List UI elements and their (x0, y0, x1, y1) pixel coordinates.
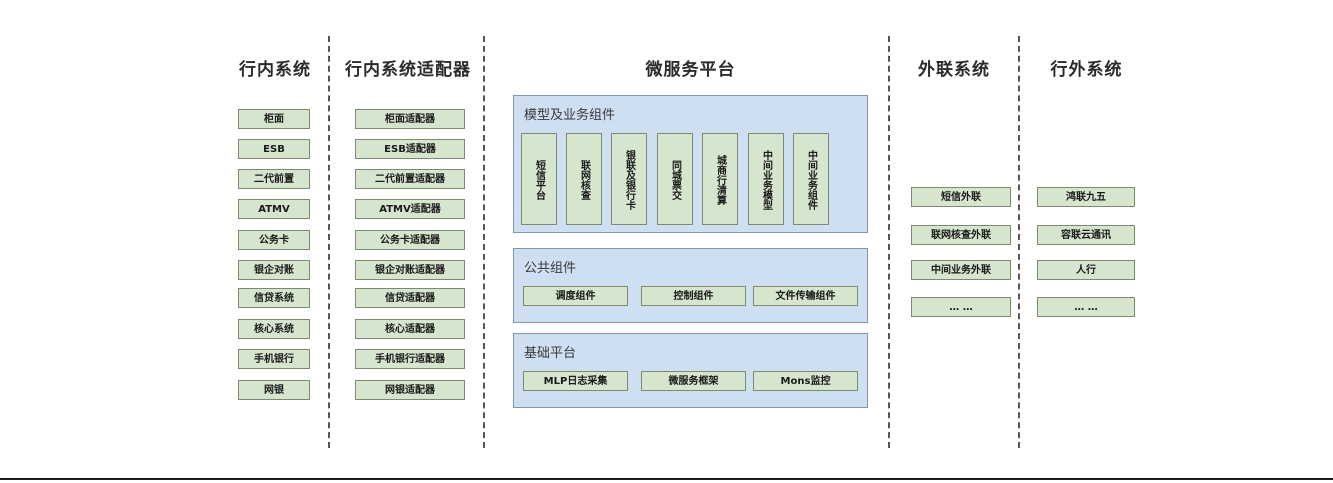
node-in-bank-system[interactable]: 银企对账 (238, 260, 310, 280)
node-in-bank-adapter[interactable]: 公务卡适配器 (355, 230, 465, 250)
column-title-in-bank-systems: 行内系统 (239, 60, 311, 80)
node-in-bank-adapter[interactable]: 信贷适配器 (355, 288, 465, 308)
panel-public-components: 公共组件 (513, 248, 868, 323)
node-in-bank-adapter[interactable]: ATMV适配器 (355, 199, 465, 219)
node-in-bank-adapter[interactable]: 核心适配器 (355, 319, 465, 339)
node-model-component[interactable]: 中间业务组件 (793, 133, 829, 225)
column-divider-2 (483, 36, 485, 448)
node-in-bank-system[interactable]: 核心系统 (238, 319, 310, 339)
panel-label-base-platform: 基础平台 (524, 346, 577, 361)
node-external-link-system[interactable]: 联网核查外联 (911, 225, 1011, 245)
node-model-component[interactable]: 城商行清算 (702, 133, 738, 225)
node-in-bank-system[interactable]: 网银 (238, 380, 310, 400)
node-in-bank-system[interactable]: 手机银行 (238, 349, 310, 369)
node-in-bank-system[interactable]: 柜面 (238, 109, 310, 129)
column-title-external-link-systems: 外联系统 (918, 60, 990, 80)
column-title-out-bank-systems: 行外系统 (1050, 60, 1123, 80)
node-base-platform-component[interactable]: Mons监控 (753, 371, 858, 391)
node-in-bank-system[interactable]: 公务卡 (238, 230, 310, 250)
node-in-bank-system[interactable]: ESB (238, 139, 310, 159)
node-model-component[interactable]: 短信平台 (521, 133, 557, 225)
node-external-link-system[interactable]: … … (911, 297, 1011, 317)
node-in-bank-adapter[interactable]: 网银适配器 (355, 380, 465, 400)
node-in-bank-adapter[interactable]: 柜面适配器 (355, 109, 465, 129)
node-out-bank-system[interactable]: … … (1037, 297, 1135, 317)
panel-base-platform: 基础平台 (513, 333, 868, 408)
node-base-platform-component[interactable]: MLP日志采集 (523, 371, 628, 391)
node-external-link-system[interactable]: 中间业务外联 (911, 260, 1011, 280)
node-public-component[interactable]: 控制组件 (641, 286, 746, 306)
node-in-bank-adapter[interactable]: 二代前置适配器 (355, 169, 465, 189)
column-divider-4 (1018, 36, 1020, 448)
panel-label-public-components: 公共组件 (524, 261, 577, 276)
node-in-bank-adapter[interactable]: 银企对账适配器 (355, 260, 465, 280)
node-in-bank-system[interactable]: ATMV (238, 199, 310, 219)
node-in-bank-adapter[interactable]: 手机银行适配器 (355, 349, 465, 369)
column-title-microservice-platform: 微服务平台 (645, 60, 736, 80)
node-in-bank-system[interactable]: 二代前置 (238, 169, 310, 189)
node-model-component[interactable]: 银联及银行卡 (611, 133, 647, 225)
node-model-component[interactable]: 联网核查 (566, 133, 602, 225)
node-in-bank-system[interactable]: 信贷系统 (238, 288, 310, 308)
node-in-bank-adapter[interactable]: ESB适配器 (355, 139, 465, 159)
node-external-link-system[interactable]: 短信外联 (911, 187, 1011, 207)
node-out-bank-system[interactable]: 容联云通讯 (1037, 225, 1135, 245)
node-base-platform-component[interactable]: 微服务框架 (641, 371, 746, 391)
node-model-component[interactable]: 中间业务模型 (748, 133, 784, 225)
node-out-bank-system[interactable]: 人行 (1037, 260, 1135, 280)
panel-label-model-business-components: 模型及业务组件 (524, 108, 616, 123)
node-out-bank-system[interactable]: 鸿联九五 (1037, 187, 1135, 207)
node-public-component[interactable]: 调度组件 (523, 286, 628, 306)
page-bottom-rule (0, 478, 1333, 480)
node-model-component[interactable]: 同城票交 (657, 133, 693, 225)
node-public-component[interactable]: 文件传输组件 (753, 286, 858, 306)
column-divider-1 (328, 36, 330, 448)
column-divider-3 (888, 36, 890, 448)
column-title-in-bank-adapters: 行内系统适配器 (345, 60, 471, 80)
